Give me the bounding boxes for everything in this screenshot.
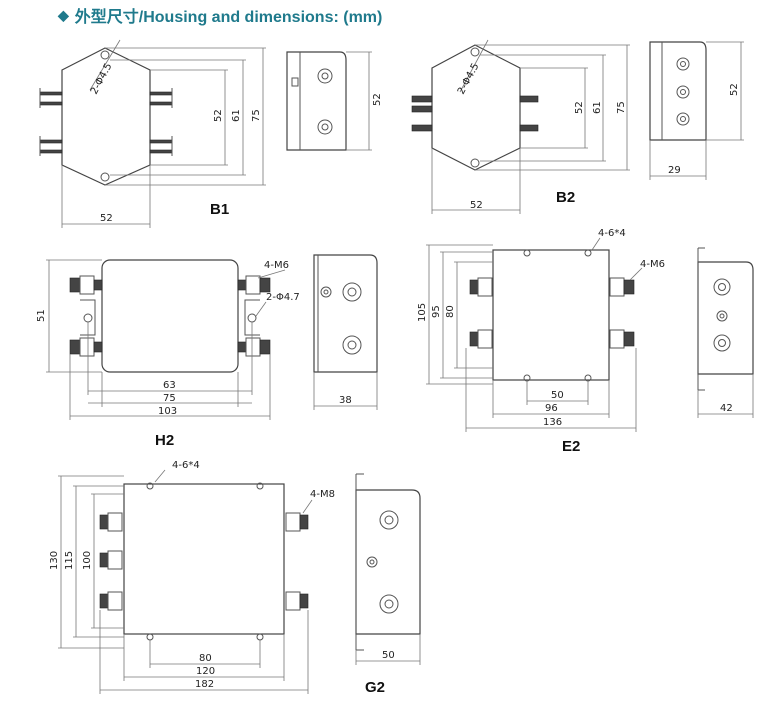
h2-dim-75: 75 <box>163 393 176 404</box>
h2-side-dim-38: 38 <box>339 395 352 406</box>
g2-dim-115: 115 <box>64 551 75 570</box>
e2-dim-80: 80 <box>445 305 456 318</box>
e2-dim-105: 105 <box>417 303 428 322</box>
header-title: 外型尺寸/Housing and dimensions: (mm) <box>74 9 383 26</box>
g2-holes-label: 4-6*4 <box>172 460 200 471</box>
g2-dim-80: 80 <box>199 653 212 664</box>
diamond-bullet-icon: ◆ <box>58 6 69 23</box>
e2-front-view <box>426 237 643 432</box>
g2-front-view <box>58 469 313 694</box>
e2-holes-label: 4-6*4 <box>598 228 626 239</box>
b2-side-view <box>649 41 744 180</box>
b1-caption: B1 <box>210 201 229 218</box>
b2-dim-52-width: 52 <box>470 200 483 211</box>
b2-side-dim-52: 52 <box>729 83 740 96</box>
b2-caption: B2 <box>556 189 575 206</box>
e2-thread-label: 4-M6 <box>640 259 665 270</box>
g2-side-dim-50: 50 <box>382 650 395 661</box>
e2-side-dim-42: 42 <box>720 403 733 414</box>
e2-dim-136: 136 <box>543 417 562 428</box>
b1-dim-52-width: 52 <box>100 213 113 224</box>
b1-dim-61: 61 <box>231 109 242 122</box>
g2-dim-100: 100 <box>82 551 93 570</box>
b1-side-dim-52: 52 <box>372 93 383 106</box>
section-header: ◆ 外型尺寸/Housing and dimensions: (mm) <box>58 4 383 27</box>
e2-caption: E2 <box>562 438 580 455</box>
g2-dim-130: 130 <box>49 551 60 570</box>
h2-dim-103: 103 <box>158 406 177 417</box>
h2-dim-51: 51 <box>36 309 47 322</box>
b2-dim-75: 75 <box>616 101 627 114</box>
b1-dim-75: 75 <box>251 109 262 122</box>
b2-front-view <box>411 39 630 214</box>
g2-dim-182: 182 <box>195 679 214 690</box>
e2-dim-95: 95 <box>431 305 442 318</box>
h2-front-view <box>46 259 286 420</box>
b2-side-dim-29: 29 <box>668 165 681 176</box>
e2-side-view <box>697 247 754 418</box>
h2-side-view <box>313 254 378 410</box>
g2-thread-label: 4-M8 <box>310 489 335 500</box>
b1-front-view <box>39 39 266 228</box>
g2-caption: G2 <box>365 679 385 696</box>
g2-dim-120: 120 <box>196 666 215 677</box>
g2-side-view <box>355 473 421 665</box>
h2-thread-label: 4-M6 <box>264 260 289 271</box>
b1-dim-52-height: 52 <box>213 109 224 122</box>
h2-hole-label: 2-Φ4.7 <box>266 292 300 303</box>
e2-dim-50: 50 <box>551 390 564 401</box>
b2-dim-61: 61 <box>592 101 603 114</box>
b1-side-view <box>286 51 372 151</box>
h2-dim-63: 63 <box>163 380 176 391</box>
h2-caption: H2 <box>155 432 174 449</box>
e2-dim-96: 96 <box>545 403 558 414</box>
b2-dim-52-height: 52 <box>574 101 585 114</box>
